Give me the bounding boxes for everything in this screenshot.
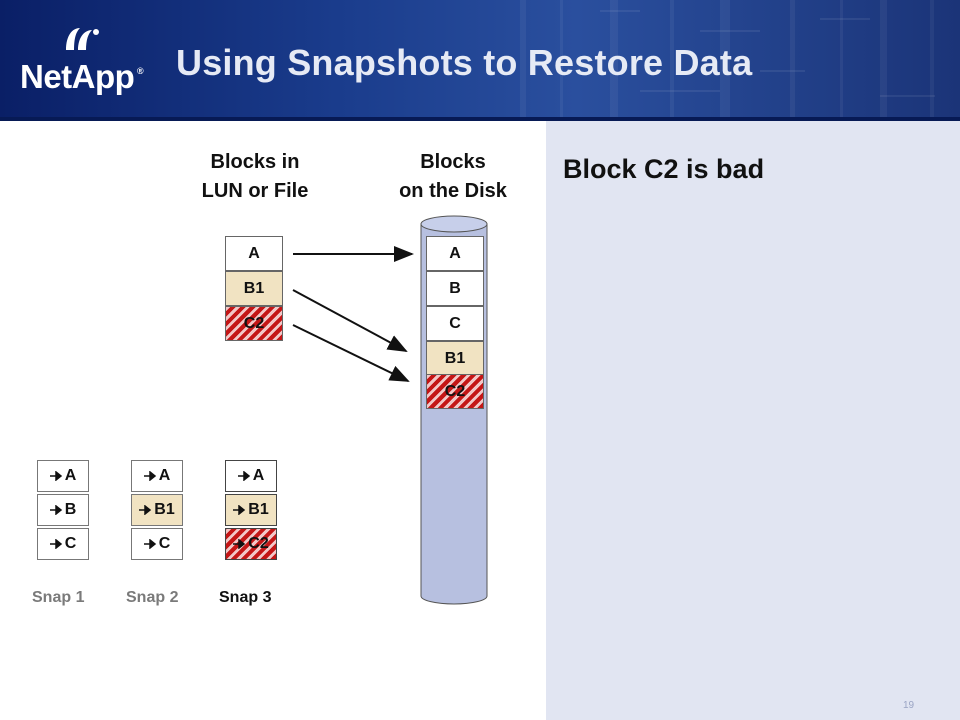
snap-block-label: C	[158, 535, 171, 552]
disk-block: B1	[426, 341, 484, 376]
pointer-arrow-icon	[49, 505, 62, 515]
snap-block-label: B1	[154, 501, 175, 518]
slide-title: Using Snapshots to Restore Data	[176, 42, 753, 83]
disk-block: B	[426, 271, 484, 306]
disk-block-bad: C2	[426, 374, 484, 409]
registered-mark: ®	[137, 66, 144, 76]
disk-block: C	[426, 306, 484, 341]
header-texture	[520, 0, 935, 121]
snap-block-label: A	[158, 467, 171, 484]
snap3-block: B1	[225, 494, 277, 526]
snap3-block-bad: C2	[225, 528, 277, 560]
snap-block-label: A	[64, 467, 77, 484]
snap3-label: Snap 3	[219, 589, 272, 606]
lun-block-bad: C2	[225, 306, 283, 341]
snap-block-label: B	[64, 501, 77, 518]
pointer-arrow-icon	[233, 539, 246, 549]
disk-block-label: C	[449, 314, 461, 332]
arrow-b1	[292, 289, 408, 352]
arrow-c2	[292, 324, 410, 382]
snap2-label: Snap 2	[126, 589, 179, 606]
disk-block-label: A	[449, 244, 461, 262]
lun-block: B1	[225, 271, 283, 306]
lun-block-label: C2	[243, 314, 265, 332]
lun-label: Blocks in LUN or File	[180, 148, 330, 206]
header-banner: NetApp ® Using Snapshots to Restore Data	[0, 0, 960, 121]
netapp-logo-icon	[66, 28, 99, 50]
disk-block-label: B1	[444, 349, 466, 367]
pointer-arrow-icon	[233, 505, 246, 515]
right-text-panel	[546, 121, 960, 720]
lun-label-line2: LUN or File	[201, 180, 309, 202]
pointer-arrow-icon	[49, 471, 62, 481]
snap-block-label: C2	[248, 535, 269, 552]
snap2-block: B1	[131, 494, 183, 526]
snap3-block: A	[225, 460, 277, 492]
snap-block-label: A	[252, 467, 265, 484]
netapp-logo-text: NetApp	[20, 58, 135, 95]
snap-block-label: C	[64, 535, 77, 552]
lun-block-label: A	[248, 244, 260, 262]
lun-label-line1: Blocks in	[210, 151, 300, 173]
pointer-arrow-icon	[143, 471, 156, 481]
header-divider-line	[0, 117, 960, 121]
snap2-block: A	[131, 460, 183, 492]
snap-block-label: B1	[248, 501, 269, 518]
snap1-block: C	[37, 528, 89, 560]
lun-block-label: B1	[243, 279, 265, 297]
bad-block-heading: Block C2 is bad	[563, 154, 765, 184]
pointer-arrow-icon	[49, 539, 62, 549]
snap1-block: B	[37, 494, 89, 526]
disk-block-label: C2	[444, 382, 466, 400]
pointer-arrow-icon	[143, 539, 156, 549]
lun-block: A	[225, 236, 283, 271]
disk-label-line1: Blocks	[420, 151, 486, 173]
page-number: 19	[903, 700, 915, 711]
disk-block: A	[426, 236, 484, 271]
disk-label-line2: on the Disk	[399, 180, 507, 202]
pointer-arrow-icon	[237, 471, 250, 481]
pointer-arrow-icon	[139, 505, 152, 515]
snap1-label: Snap 1	[32, 589, 85, 606]
snap1-block: A	[37, 460, 89, 492]
disk-block-label: B	[449, 279, 461, 297]
snap2-block: C	[131, 528, 183, 560]
disk-label: Blocks on the Disk	[378, 148, 528, 206]
